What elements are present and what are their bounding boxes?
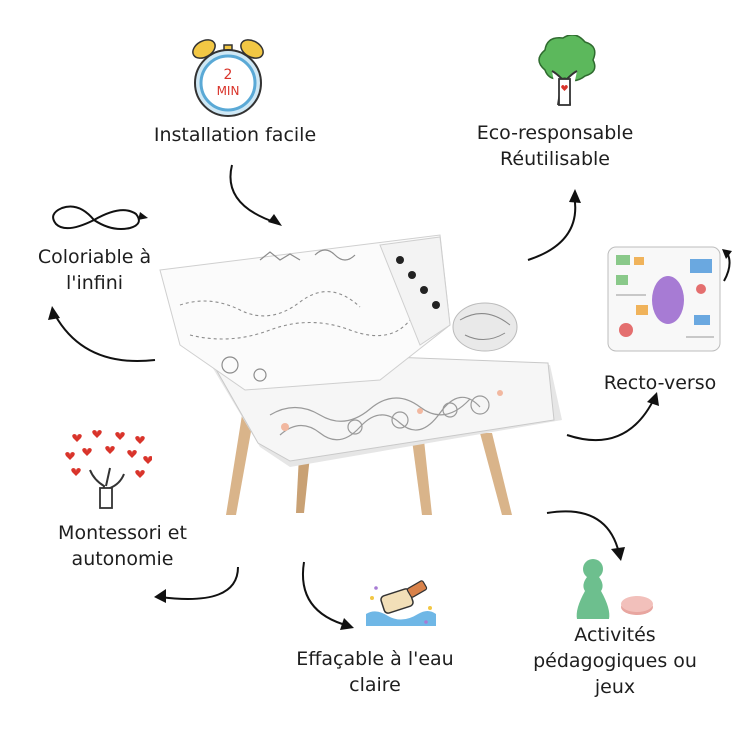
eraser-icon xyxy=(360,578,440,630)
activites-label: Activités pédagogiques ou jeux xyxy=(533,624,697,698)
clock-text-top: 2 xyxy=(224,67,233,83)
arrow-montessori xyxy=(150,565,245,610)
installation-label: Installation facile xyxy=(153,124,317,146)
tree-heart-icon xyxy=(530,35,600,107)
arrow-eco xyxy=(520,185,590,265)
montessori-label: Montessori et autonomie xyxy=(58,522,187,570)
arrow-recto-verso xyxy=(565,390,665,450)
effacable-label: Effaçable à l'eau claire xyxy=(296,648,454,696)
infinity-icon xyxy=(42,200,152,240)
arrow-coloriable xyxy=(40,300,160,370)
hearts-tree-icon xyxy=(62,430,152,510)
arrow-effacable xyxy=(292,560,362,635)
arrow-installation xyxy=(220,160,290,235)
activity-mat-icon xyxy=(606,245,741,355)
game-pawn-icon xyxy=(575,555,655,621)
table-illustration xyxy=(150,215,570,525)
recto-verso-label: Recto-verso xyxy=(603,372,717,394)
arrow-activites xyxy=(545,505,635,565)
clock-text-bottom: MIN xyxy=(217,84,240,98)
eco-label: Eco-responsable Réutilisable xyxy=(476,122,634,170)
coloriable-label: Coloriable à l'infini xyxy=(37,246,152,294)
clock-icon: 2 MIN xyxy=(190,35,266,119)
